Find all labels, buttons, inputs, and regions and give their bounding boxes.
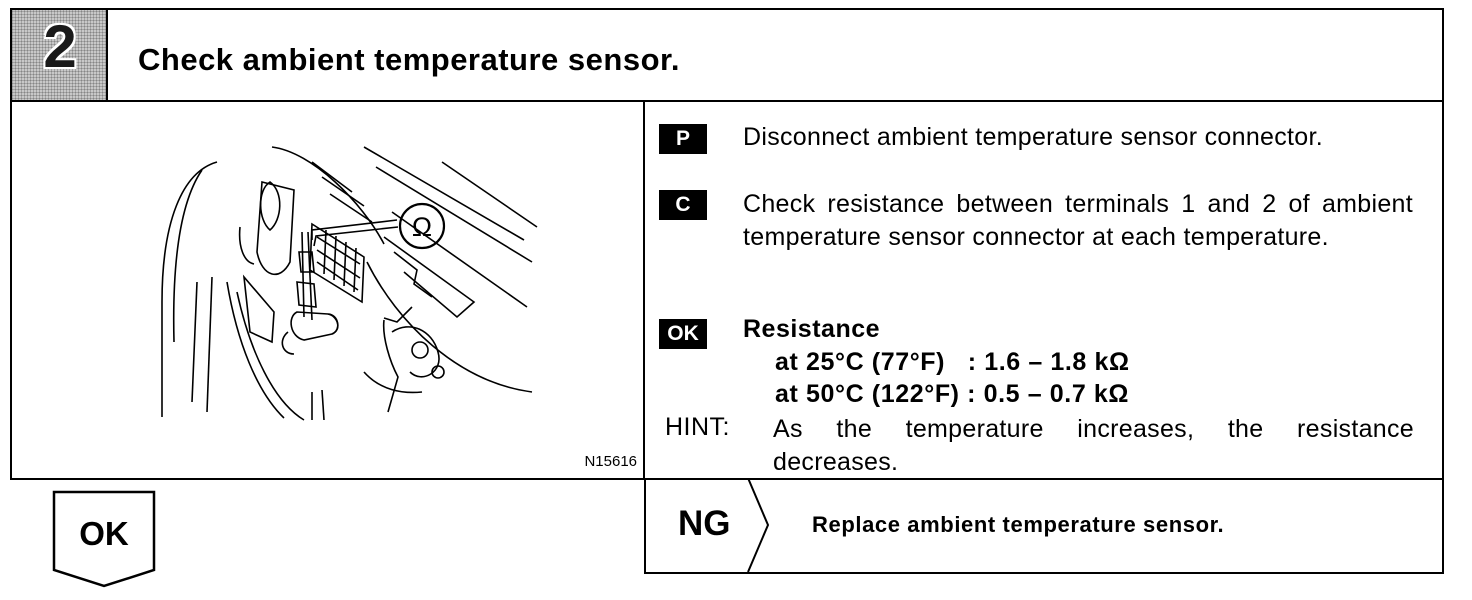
prep-text: Disconnect ambient temperature sensor co… [743,123,1323,151]
step-title: Check ambient temperature sensor. [138,42,680,77]
step-number: 2 [43,13,77,80]
illustration-panel: Ω N15616 [12,102,645,478]
spec-heading: Resistance [743,315,881,343]
ng-result-label: NG [678,504,731,543]
figure-id: N15616 [584,453,637,470]
step-number-cell: 2 [12,10,108,102]
ok-result-flag [52,490,156,588]
spec-row: at 50°C (122°F) : 0.5 – 0.7 kΩ [775,380,1130,408]
ok-tag: OK [659,319,707,349]
ng-result-box: NG Replace ambient temperature sensor. [644,478,1444,574]
ohm-symbol: Ω [412,212,432,242]
prep-tag: P [659,124,707,154]
check-text: Check resistance between terminals 1 and… [743,190,1413,251]
chevron-right-icon [747,478,770,572]
hint-text: As the temperature increases, the resist… [773,415,1414,476]
spec-row: at 25°C (77°F) : 1.6 – 1.8 kΩ [775,348,1130,376]
instruction-panel: P Disconnect ambient temperature sensor … [647,102,1444,478]
sensor-illustration: Ω [161,146,538,421]
check-tag: C [659,190,707,220]
ok-result-label: OK [79,515,129,552]
ng-action-text: Replace ambient temperature sensor. [812,512,1225,537]
step-header: 2 Check ambient temperature sensor. [10,8,1444,102]
hint-label: HINT: [665,413,730,441]
step-body: Ω N15616 P Disconnect ambient temperatur… [10,100,1444,480]
